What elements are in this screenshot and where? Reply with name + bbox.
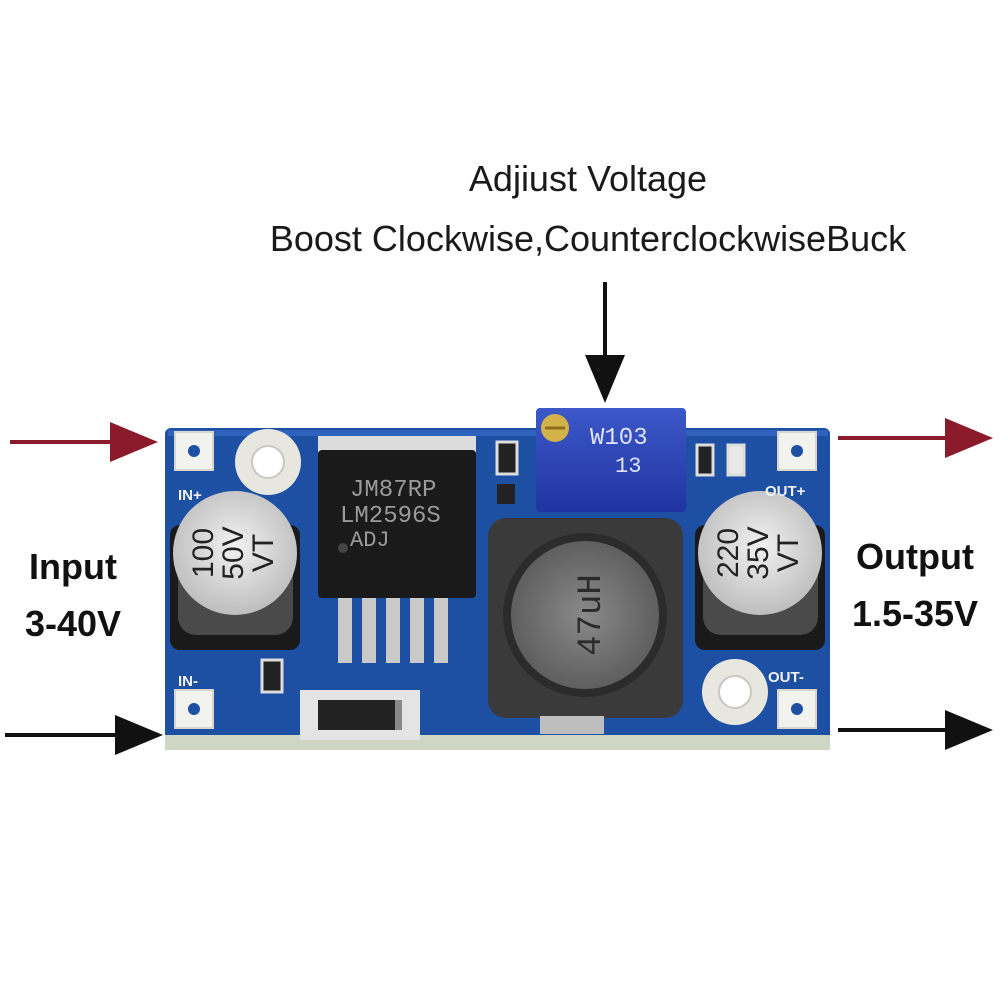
cap-in-voltage: 50V [217, 526, 250, 579]
power-inductor: 47uH [488, 518, 683, 734]
pad-label-in-plus: IN+ [178, 487, 202, 504]
smd-components [260, 440, 746, 694]
output-capacitor: 220 35V VT [695, 491, 825, 650]
schottky-diode [300, 690, 420, 740]
inductor-marking: 47uH [573, 574, 611, 656]
input-capacitor: 100 50V VT [170, 491, 300, 650]
cap-in-series: VT [247, 534, 280, 572]
chip-marking-3: ADJ [350, 528, 390, 553]
output-range: 1.5-35V [851, 593, 979, 634]
lm2596-chip: JM87RP LM2596S ADJ [318, 436, 476, 663]
input-range: 3-40V [24, 603, 122, 644]
chip-marking-2: LM2596S [340, 503, 441, 530]
mounting-holes [235, 429, 768, 725]
cap-out-value: 220 [712, 528, 745, 578]
pad-label-in-minus: IN- [178, 673, 198, 690]
cap-out-series: VT [772, 534, 805, 572]
cap-out-voltage: 35V [742, 526, 775, 579]
output-label: Output [856, 536, 974, 577]
input-label: Input [29, 546, 117, 587]
pot-marking: W103 [590, 425, 648, 452]
cap-in-value: 100 [187, 528, 220, 578]
adjust-voltage-caption: Adjiust Voltage [468, 158, 708, 199]
pot-code: 13 [615, 454, 641, 479]
pad-label-out-plus: OUT+ [765, 483, 806, 500]
chip-marking-1: JM87RP [350, 477, 436, 504]
corner-pads [174, 431, 817, 729]
pad-label-out-minus: OUT- [768, 669, 804, 686]
trim-potentiometer: W103 13 [536, 408, 686, 512]
adjust-direction-caption: Boost Clockwise,CounterclockwiseBuck [269, 218, 907, 259]
